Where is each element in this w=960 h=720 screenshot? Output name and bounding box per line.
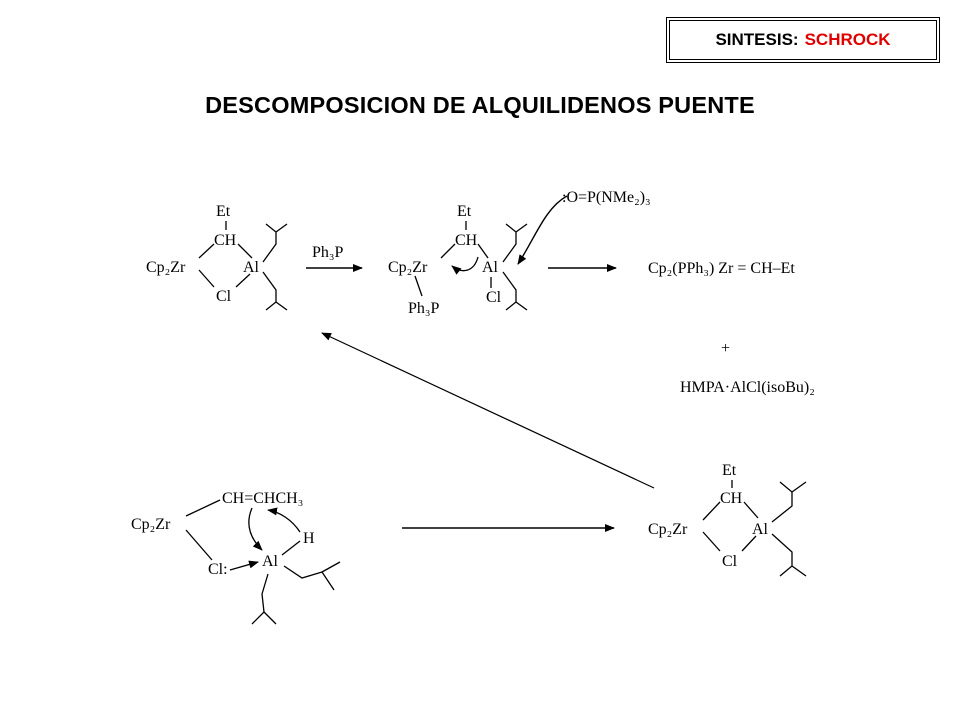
product-zirconium-alkylidene: Cp₂(PPh₃) Zr = CH–Et	[648, 260, 795, 277]
precursor-curved-arrow-1	[248, 507, 263, 551]
precursor-h-label: H	[303, 530, 315, 547]
complex1-al-label: Al	[243, 259, 260, 276]
complex2-isobutyl-upper	[502, 223, 528, 263]
complex2-cl-label: Cl	[486, 289, 502, 306]
precursor-al-label: Al	[262, 553, 279, 570]
complex3-al-label: Al	[752, 521, 769, 538]
section-tag: SINTESIS: SCHROCK	[666, 17, 940, 63]
complex2-cp2zr-label: Cp₂Zr	[388, 259, 428, 276]
precursor-zr-cl-bond	[185, 529, 213, 561]
complex3-cp2zr-label: Cp₂Zr	[648, 521, 688, 538]
complex2-ch-al-bond	[477, 243, 489, 259]
bridged-complex-2: Et CH Cp₂Zr Al Cl Ph₃P	[388, 203, 528, 317]
hmpa-attack-arrow	[517, 195, 568, 265]
product-hmpa-adduct: HMPA·AlCl(isoBu)₂	[680, 379, 815, 396]
complex3-isobutyl-upper	[771, 481, 807, 523]
complex1-ch-label: CH	[214, 232, 237, 249]
complex3-et-label: Et	[722, 462, 737, 479]
complex3-zr-cl-bond	[702, 531, 721, 552]
precursor-isobutyl-down	[251, 573, 277, 625]
complex1-cp2zr-label: Cp₂Zr	[146, 259, 186, 276]
precursor-isobutyl-right	[283, 561, 341, 591]
complex1-isobutyl-lower	[262, 271, 288, 311]
hydroalumination-precursor: Cp₂Zr CH=CHCH₃ H Cl: Al	[131, 490, 341, 625]
precursor-cl-label: Cl:	[208, 561, 228, 578]
regeneration-arrow	[321, 332, 655, 489]
complex3-ch-al-bond	[743, 501, 759, 519]
precursor-zr-ch-bond	[185, 499, 221, 517]
page-title: DESCOMPOSICION DE ALQUILIDENOS PUENTE	[205, 92, 755, 118]
complex3-isobutyl-lower	[771, 533, 807, 577]
section-tag-topic: SCHROCK	[804, 30, 891, 49]
complex3-cl-al-bond	[741, 535, 757, 552]
complex2-zr-p-bond	[414, 275, 423, 297]
complex1-cl-label: Cl	[216, 288, 232, 305]
complex1-ch-al-bond	[237, 243, 253, 259]
complex1-et-label: Et	[216, 203, 231, 220]
complex1-isobutyl-upper	[262, 223, 288, 263]
complex3-ch-label: CH	[720, 490, 743, 507]
complex2-ph3p-label: Ph₃P	[408, 300, 439, 317]
reagent-ph3p-label: Ph₃P	[312, 244, 343, 261]
complex2-zr-ch-bond	[440, 243, 456, 259]
complex2-ch-label: CH	[455, 232, 478, 249]
complex3-zr-ch-bond	[702, 501, 721, 521]
plus-sign: +	[721, 340, 730, 357]
precursor-curved-arrow-2	[267, 507, 301, 533]
complex1-zr-ch-bond	[198, 243, 215, 259]
complex3-cl-label: Cl	[722, 553, 738, 570]
hmpa-reagent-label: :O=P(NMe₂)₃	[562, 189, 651, 206]
precursor-chain-label: CH=CHCH₃	[222, 490, 303, 507]
complex1-zr-cl-bond	[198, 269, 215, 288]
complex1-cl-al-bond	[235, 273, 251, 288]
complex2-isobutyl-lower	[502, 271, 528, 311]
precursor-cp2zr-label: Cp₂Zr	[131, 516, 171, 533]
section-tag-label: SINTESIS:	[715, 30, 799, 49]
complex2-curved-arrow	[451, 256, 479, 275]
precursor-cl-al-arrow	[229, 560, 259, 571]
bridged-complex-1: Et CH Cp₂Zr Al Cl	[146, 203, 288, 311]
complex2-et-label: Et	[457, 203, 472, 220]
bridged-complex-3: Et CH Cp₂Zr Al Cl	[648, 462, 807, 577]
complex2-al-label: Al	[482, 259, 499, 276]
precursor-al-h-bond	[281, 540, 301, 556]
